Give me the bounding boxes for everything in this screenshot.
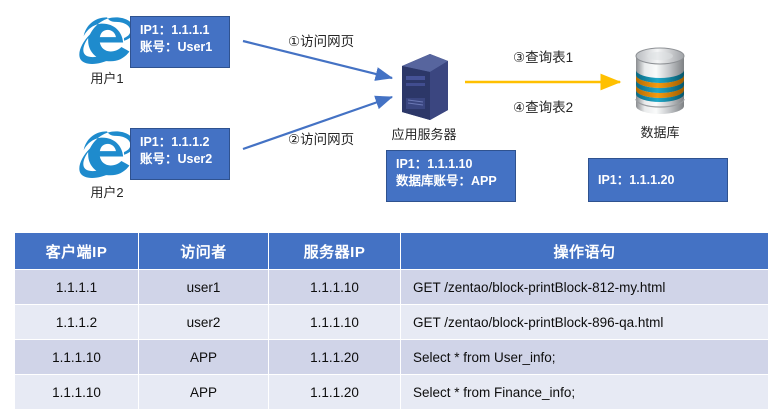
- col-header-client-ip: 客户端IP: [14, 232, 139, 270]
- access-log-table: 客户端IP 访问者 服务器IP 操作语句 1.1.1.1 user1 1.1.1…: [14, 232, 769, 410]
- app-server-db-account: 数据库账号：APP: [396, 174, 497, 188]
- flow-arrows-layer: [242, 39, 622, 151]
- app-server-infobox: IP1：1.1.1.10 数据库账号：APP: [386, 150, 516, 202]
- flow-label-3: ③查询表1: [513, 50, 574, 65]
- database-ip: IP1：1.1.1.20: [598, 172, 675, 187]
- network-flow-diagram: 用户1 IP1：1.1.1.1 账号：User1 用户2 IP1：1.1.1.2…: [79, 16, 728, 202]
- client-1-infobox: IP1：1.1.1.1 账号：User1: [130, 16, 230, 68]
- arrow-flow-1: [242, 39, 394, 81]
- cell-client-ip: 1.1.1.1: [14, 269, 139, 305]
- table-row: 1.1.1.2 user2 1.1.1.10 GET /zentao/block…: [14, 304, 769, 340]
- client-1-account: 账号：User1: [140, 40, 213, 54]
- cell-visitor: APP: [138, 339, 269, 375]
- cell-visitor: APP: [138, 374, 269, 410]
- client-2-account: 账号：User2: [140, 152, 213, 166]
- cell-server-ip: 1.1.1.20: [268, 374, 401, 410]
- cell-statement: Select * from User_info;: [400, 339, 769, 375]
- database-label: 数据库: [640, 125, 680, 140]
- app-server-node: 应用服务器: [391, 52, 457, 142]
- flow-label-2: ②访问网页: [288, 132, 355, 147]
- cell-statement: Select * from Finance_info;: [400, 374, 769, 410]
- database-node: 数据库: [630, 44, 690, 140]
- table-row: 1.1.1.1 user1 1.1.1.10 GET /zentao/block…: [14, 269, 769, 305]
- cell-statement: GET /zentao/block-printBlock-896-qa.html: [400, 304, 769, 340]
- database-infobox: IP1：1.1.1.20: [588, 158, 728, 202]
- table-row: 1.1.1.10 APP 1.1.1.20 Select * from User…: [14, 339, 769, 375]
- client-1-ip: IP1：1.1.1.1: [140, 23, 210, 37]
- flow-label-4: ④查询表2: [513, 100, 574, 115]
- client-2-ip: IP1：1.1.1.2: [140, 135, 210, 149]
- internet-explorer-icon: [79, 17, 134, 64]
- cell-client-ip: 1.1.1.10: [14, 374, 139, 410]
- col-header-visitor: 访问者: [138, 232, 269, 270]
- cell-server-ip: 1.1.1.10: [268, 304, 401, 340]
- table-header-row: 客户端IP 访问者 服务器IP 操作语句: [14, 232, 769, 270]
- flow-label-1: ①访问网页: [288, 34, 355, 49]
- cell-server-ip: 1.1.1.10: [268, 269, 401, 305]
- col-header-statement: 操作语句: [400, 232, 769, 270]
- internet-explorer-icon: [79, 131, 134, 178]
- server-tower-icon: [402, 54, 448, 120]
- cell-server-ip: 1.1.1.20: [268, 339, 401, 375]
- cell-client-ip: 1.1.1.10: [14, 339, 139, 375]
- cell-statement: GET /zentao/block-printBlock-812-my.html: [400, 269, 769, 305]
- client-2-label: 用户2: [90, 185, 124, 200]
- cell-visitor: user1: [138, 269, 269, 305]
- database-cylinder-icon: [635, 47, 685, 114]
- cell-client-ip: 1.1.1.2: [14, 304, 139, 340]
- table-row: 1.1.1.10 APP 1.1.1.20 Select * from Fina…: [14, 374, 769, 410]
- arrow-flow-2: [242, 95, 394, 151]
- cell-visitor: user2: [138, 304, 269, 340]
- app-server-ip: IP1：1.1.1.10: [396, 157, 473, 171]
- client-2-infobox: IP1：1.1.1.2 账号：User2: [130, 128, 230, 180]
- app-server-label: 应用服务器: [391, 127, 457, 142]
- col-header-server-ip: 服务器IP: [268, 232, 401, 270]
- client-1-label: 用户1: [90, 71, 124, 86]
